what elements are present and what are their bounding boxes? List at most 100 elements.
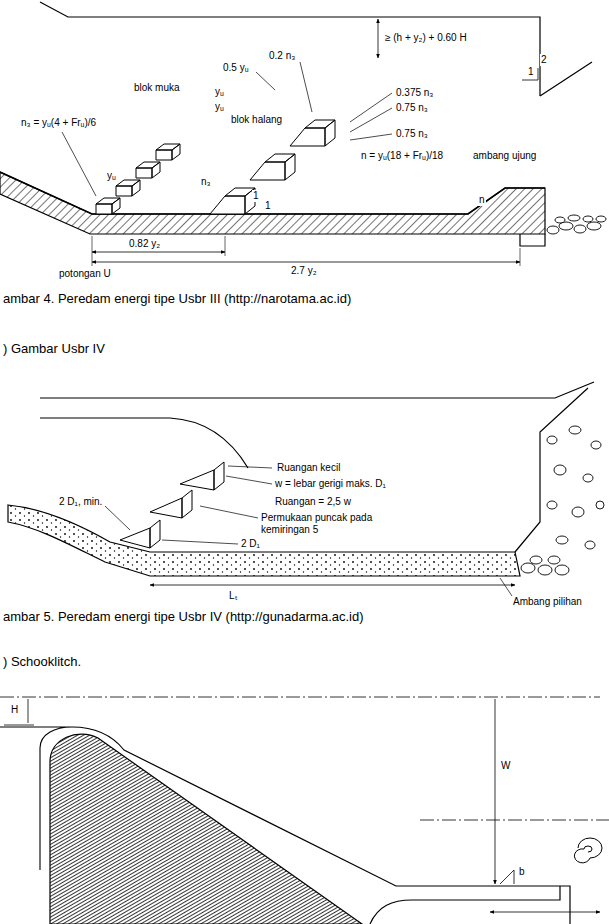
weir-outline — [0, 727, 72, 870]
riprap-stone — [568, 215, 580, 221]
riprap-stone — [574, 225, 586, 233]
dimension-line — [490, 912, 600, 913]
figure-caption: ambar 4. Peredam energi tipe Usbr III (h… — [2, 292, 352, 307]
dimension-line — [378, 19, 379, 58]
slope-number: 1 — [527, 66, 535, 78]
dimension-label: 0.82 y₂ — [128, 238, 161, 250]
stone — [591, 441, 601, 449]
stone — [583, 474, 593, 482]
part-label: blok halang — [230, 114, 283, 126]
stone — [569, 426, 581, 434]
jet-surface — [40, 418, 248, 468]
riprap-stone — [587, 222, 601, 230]
part-label: Ruangan kecil — [276, 462, 341, 474]
dimension-label: 0.375 n₃ — [395, 87, 434, 99]
leader-line — [500, 578, 512, 596]
floor-section — [0, 172, 545, 234]
part-label: Ambang pilihan — [512, 596, 583, 608]
bucket-outline — [370, 886, 560, 924]
dimension-label: 2 D₁, min. — [58, 496, 103, 508]
riprap-stone — [547, 226, 559, 234]
gravel-bank — [521, 426, 604, 575]
dimension-label: n = yᵤ(18 + Frᵤ)/18 — [360, 150, 444, 162]
leader-line — [105, 506, 130, 530]
floor-section — [8, 505, 520, 576]
leader-line — [350, 93, 392, 122]
part-label: Permukaan puncak pada kemiringan 5 — [260, 512, 374, 535]
side-slope — [540, 62, 592, 96]
dimension-label: W — [500, 760, 511, 772]
stone — [556, 536, 568, 544]
dimension-label: ≥ (h + y₂) + 0.60 H — [384, 32, 468, 44]
stone — [572, 507, 584, 517]
tailwater-line — [420, 820, 609, 821]
water-surface — [40, 382, 594, 398]
weir-body — [50, 734, 362, 924]
riprap-stone — [583, 216, 593, 222]
stone — [596, 501, 604, 509]
dimension-label: 0.5 yᵤ — [222, 62, 250, 74]
stone — [548, 556, 560, 564]
baffle-block — [290, 120, 335, 146]
slope-number: 1 — [264, 200, 272, 212]
part-label: ambang ujung — [472, 150, 537, 162]
dimension-label: 0.2 n₃ — [268, 50, 296, 62]
dimension-label: yᵤ — [214, 101, 225, 113]
stone — [585, 541, 595, 549]
dimension-tick — [225, 236, 226, 256]
baffle-block — [210, 188, 255, 214]
dimension-label: n — [478, 194, 486, 206]
slope-number: 1 — [252, 190, 260, 202]
end-wall — [515, 388, 588, 552]
leader-line — [200, 506, 258, 518]
dimension-label: yᵤ — [214, 86, 225, 98]
stone — [547, 436, 557, 444]
dimension-label: 0.75 n₃ — [395, 102, 429, 114]
energy-line — [0, 697, 600, 698]
figure-caption: ambar 5. Peredam energi tipe Usbr IV (ht… — [2, 610, 365, 625]
part-label: w = lebar gerigi maks. D₁ — [274, 478, 387, 490]
chute-tooth — [180, 462, 224, 490]
leader-line — [226, 476, 272, 484]
chute-block — [116, 180, 140, 196]
roller-eddy — [574, 838, 602, 863]
leader-line — [256, 72, 275, 90]
leader-line — [228, 466, 272, 468]
sill-key — [520, 234, 545, 246]
section-label: potongan U — [58, 268, 112, 280]
leader-line — [62, 132, 96, 196]
dimension-label: b — [518, 866, 526, 878]
stone — [530, 556, 542, 564]
chute-tooth — [150, 490, 192, 518]
dimension-tick — [520, 248, 521, 266]
chute-block — [136, 162, 160, 178]
slope-number: 2 — [540, 54, 548, 66]
dimension-label: n₃ — [200, 176, 212, 188]
stone — [555, 565, 569, 575]
chute-blocks — [96, 144, 180, 214]
part-label: blok muka — [133, 82, 181, 94]
riprap-stone — [596, 216, 606, 222]
dimension-line — [92, 262, 520, 263]
leader-line — [350, 108, 392, 132]
section-heading: ) Gambar Usbr IV — [2, 342, 106, 357]
part-label: Ruangan = 2,5 w — [274, 496, 352, 508]
dimension-line — [150, 585, 515, 586]
riprap-stone — [555, 217, 565, 223]
leader-line — [300, 62, 312, 112]
stone — [547, 501, 557, 509]
riprap — [547, 215, 606, 234]
dimension-label: H — [10, 704, 19, 716]
dimension-label: n₃ = yᵤ(4 + Frᵤ)/6 — [20, 117, 97, 129]
dimension-label: 0.75 n₃ — [395, 128, 429, 140]
dimension-label: Lₜ — [228, 590, 238, 602]
dimension-label: yᵤ — [106, 170, 117, 182]
section-heading: ) Schooklitch. — [2, 655, 82, 670]
dimension-tick — [4, 725, 34, 726]
stone — [521, 563, 535, 573]
dimension-label: 2 D₁ — [240, 538, 261, 550]
chute-teeth — [120, 462, 224, 548]
baffle-blocks — [210, 120, 335, 214]
